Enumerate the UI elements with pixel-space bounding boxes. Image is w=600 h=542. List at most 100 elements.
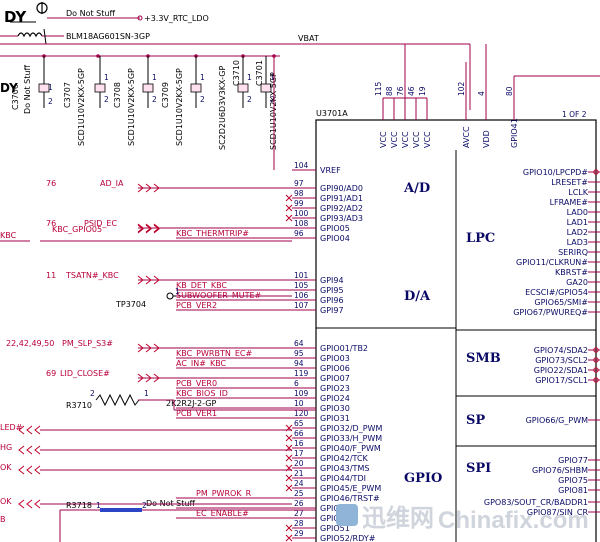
cap-pin1: 1 [48,83,53,92]
no-connect-icon [285,454,293,462]
left-pin-name: GPIO51 [320,524,350,533]
left-pin-name: GPIO01/TB2 [320,344,368,353]
top-pin-name: VCC [412,131,421,148]
rtc-ldo-label: +3.3V_RTC_LDO [144,14,209,23]
cap-part: Do Not Stuff [23,65,32,114]
capacitor-icon [142,83,154,93]
left-net-label: PSID_EC [84,219,117,228]
block-label-sp: SP [466,413,485,428]
right-pin-name: LAD3 [567,238,588,247]
resistor-icon [95,393,140,407]
left-net-label: PM_PWROK_R [196,489,252,498]
left-pin-name: GPIO44/TDI [320,474,366,483]
left-net-label: KBC_THERMTRIP# [176,229,249,238]
top-pin-number: 46 [407,86,416,96]
left-pin-name: GPIO03 [320,354,350,363]
left-page-ref: 76 [46,219,56,228]
left-net-label: PCB_VER1 [176,409,217,418]
left-pin-number: 107 [294,301,309,310]
left-pin-name: GPIO07 [320,374,350,383]
left-pin-name: GPIO24 [320,394,350,403]
pin-bubble-icon [593,377,599,383]
left-pin-name: GPIO46/TRST# [320,494,380,503]
left-net-label: PM_SLP_S3# [62,339,113,348]
cap-ref: C3709 [161,82,170,108]
hg-cut-label: HG [0,443,12,452]
capacitor-c3710: 1 2 C3710 SC2D2U6D3V3KX-GP [218,56,252,150]
left-pin-number: 21 [294,469,304,478]
capacitor-c3701: 1 2 C3701 SCD1U10V2KX-5GP [255,56,278,150]
r3710-pin1: 1 [144,389,149,398]
offpage-arrow-icon [137,223,160,233]
left-pin-number: 109 [294,389,309,398]
ferrite-bead-icon [17,32,43,38]
b-cut-label: B [0,515,6,524]
right-pin-name: GPIO87/SIN_CR [527,508,589,517]
left-pin-name: VREF [320,166,341,175]
no-connect-icon [285,534,293,542]
left-pin-number: 120 [294,409,309,418]
left-pin-number: 65 [294,419,304,428]
offpage-arrow-icon [137,343,160,353]
test-point-icon [166,292,174,300]
chip-outline [315,119,597,542]
left-pin-name: GPIO23 [320,384,350,393]
left-pin-number: 98 [294,189,304,198]
top-pin-number: 88 [385,86,394,96]
left-pin-number: 106 [294,291,309,300]
cap-ref: C3706 [11,84,20,110]
left-pin-number: 105 [294,281,309,290]
top-rail: DY Do Not Stuff +3.3V_RTC_LDO BLM18AG601… [0,2,471,110]
tp3704-label: TP3704 [115,300,146,309]
cap-pin2: 2 [247,95,252,104]
right-pin-name: LRESET# [551,178,588,187]
left-pin-number: 28 [294,519,304,528]
offpage-arrow-icon [18,445,41,455]
left-pin-number: 99 [294,199,304,208]
capacitor-icon [190,83,202,93]
left-page-ref: 11 [46,271,56,280]
no-connect-icon [285,214,293,222]
top-pin-number: 19 [418,86,427,96]
tp-pin: 1 [175,287,180,296]
pin-bubble-icon [593,367,599,373]
left-pin-name: GPI94 [320,276,344,285]
right-pin-name: GPIO75 [558,476,588,485]
right-pin-name: GPIO77 [558,456,588,465]
left-pin-name: GPIO43/TMS [320,464,369,473]
left-pin-number: 24 [294,479,304,488]
no-connect-icon [285,204,293,212]
right-pin-name: KBRST# [555,268,588,277]
right-pin-name: GPIO11/CLKRUN# [516,258,588,267]
left-pin-name: GPIO52/RDY# [320,534,376,542]
right-pin-name: ECSCI#/GPIO54 [525,288,588,297]
r3710-label: R3710 [66,401,92,410]
cap-pin2: 2 [48,97,53,106]
capacitor-bank: 1 2 C3706 Do Not Stuff 1 2 C3707 SCD1U10… [11,54,278,170]
left-pin-number: 10 [294,399,304,408]
r3718-pin1: 1 [96,501,101,510]
offpage-arrow-icon [137,224,160,234]
no-connect-icon [285,484,293,492]
right-pin-name: GPIO65/SMI# [534,298,588,307]
left-pin-number: 64 [294,339,304,348]
left-pin-name: GPIO04 [320,234,350,243]
block-label-ad: A/D [403,181,430,196]
right-pin-name: GPO83/SOUT_CR/BADDR1 [484,498,588,507]
r3718-pin2: 2 [142,501,147,510]
left-pin-number: 66 [294,429,304,438]
kbc-cut-label: KBC [0,231,17,240]
r3718-label: R3718 [66,501,92,510]
right-pin-name: GPIO10/LPCPD# [523,168,588,177]
offpage-arrow-icon [18,425,41,435]
block-label-smb: SMB [466,351,501,366]
block-label-da: D/A [404,289,431,304]
left-pin-number: 29 [294,529,304,538]
right-pin-name: LCLK [568,188,589,197]
left-net-label: KB_DET_KBC [176,281,227,290]
left-net-label: KBC_PWRBTN_EC# [176,349,252,358]
left-net-label: TSATN#_KBC [65,271,119,280]
right-pin-name: LAD2 [567,228,588,237]
no-connect-icon [285,434,293,442]
cap-part: SCD1U10V2KX-5GP [77,68,86,146]
